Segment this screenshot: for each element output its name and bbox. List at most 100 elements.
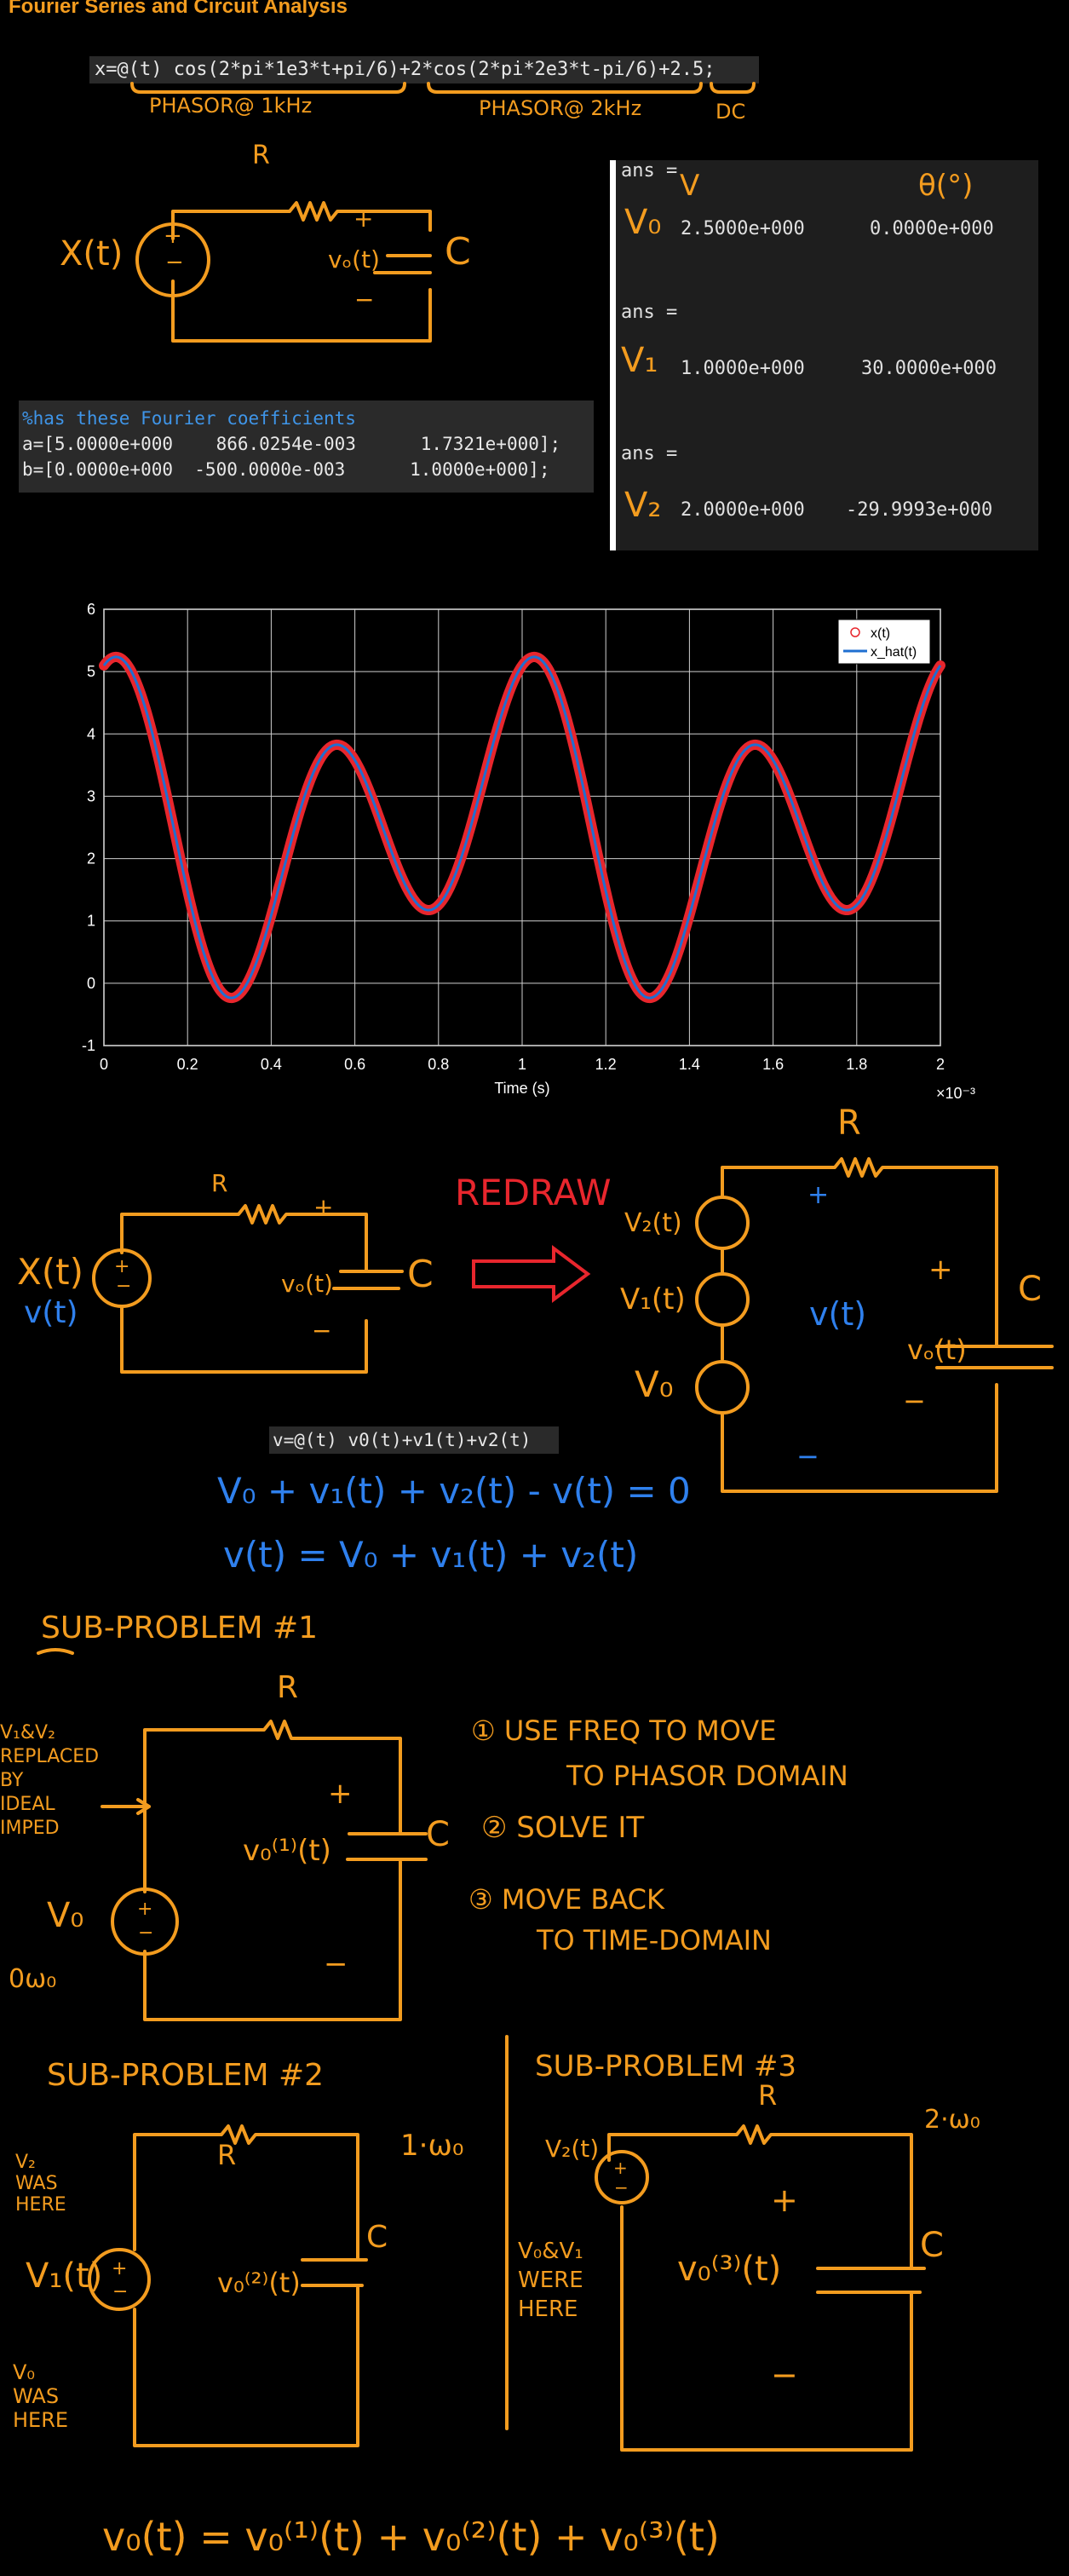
source-v1-label: V₁(t) [620,1282,686,1317]
replaced-note: V₁&V₂ REPLACED BY IDEAL IMPED [0,1721,99,1841]
redraw-cap-label: C [407,1253,434,1296]
kvl-equation: V₀ + v₁(t) + v₂(t) - v(t) = 0 [217,1470,691,1512]
note-line: V₀&V₁ [518,2239,583,2264]
sub-2-source-label: V₁(t) [26,2256,103,2296]
sub-3-frequency: 2·ω₀ [924,2105,980,2135]
sub-2-output-label: v₀⁽²⁾(t) [217,2267,301,2299]
redraw-output-label: vₒ(t) [281,1270,333,1298]
x-axis-label: Time (s) [494,1080,549,1097]
legend-marker-x [850,627,860,637]
ans-mag-1: 1.0000e+000 [681,358,805,379]
replaced-note-line: V₁&V₂ [0,1722,55,1743]
multi-source-minus-blue: − [796,1440,819,1472]
note-line: WAS [13,2384,60,2408]
series-x-hat-line [102,655,942,1000]
capacitor-label: C [445,230,471,274]
ans-mag-0: 2.5000e+000 [681,218,805,239]
redraw-label: REDRAW [455,1172,612,1213]
redraw-source-v: v(t) [24,1295,78,1330]
sub-3-resistor-label: R [758,2079,778,2112]
note-line: V₀ [13,2360,36,2384]
step-3: ③ MOVE BACK [468,1883,664,1916]
source-plus: + [164,223,182,249]
multi-source-plus-blue: + [807,1180,830,1210]
ans-label-1: ans = [621,302,678,323]
sub-1-output-label: v₀⁽¹⁾(t) [243,1834,331,1868]
v0-was-here-note: V₀ WAS HERE [13,2360,68,2432]
sub-3-source-minus: − [614,2177,629,2198]
multi-source-cap-minus: − [903,1385,926,1417]
y-tick-label: 3 [87,787,95,804]
multi-source-cap-label: C [1018,1270,1042,1309]
step-1: ① USE FREQ TO MOVE [471,1714,777,1747]
sub-1-cap-plus: + [328,1777,353,1811]
replaced-note-line: IMPED [0,1818,60,1839]
y-tick-label: 6 [87,601,95,618]
note-line: WAS [15,2173,58,2194]
signal-definition-code: x=@(t) cos(2*pi*1e3*t+pi/6)+2*cos(2*pi*2… [89,56,759,84]
ans-angle-1: 30.0000e+000 [861,358,997,379]
coef-a-line: a=[5.0000e+000 866.0254e-003 1.7321e+000… [22,434,561,454]
note-line: V₂ [15,2152,36,2173]
x-tick-label: 0.6 [344,1056,365,1073]
step-1-continued: TO PHASOR DOMAIN [566,1760,848,1792]
v-sum-equation: v(t) = V₀ + v₁(t) + v₂(t) [223,1534,639,1576]
col-header-v: V [680,169,700,203]
sub-problem-3-circuit [595,2124,926,2452]
sub-3-cap-plus: + [771,2181,798,2219]
coef-b-line: b=[0.0000e+000 -500.0000e-003 1.0000e+00… [22,459,550,480]
x-tick-label: 1.8 [846,1056,867,1073]
ans-name-0: V₀ [624,203,662,242]
resistor-label: R [252,141,270,170]
output-voltage-label: vₒ(t) [328,245,380,274]
replaced-note-line: REPLACED [0,1746,100,1767]
y-tick-label: 1 [87,913,95,930]
note-line: HERE [15,2194,66,2216]
source-v2-label: V₂(t) [624,1208,682,1238]
y-tick-label: 5 [87,663,95,680]
ans-label-0: ans = [621,160,678,182]
sub-2-frequency: 1·ω₀ [400,2129,464,2163]
multi-source-v-label: v(t) [809,1295,867,1333]
sub-1-source-minus: − [138,1922,154,1944]
phasor-1khz-note: PHASOR@ 1kHz [149,94,313,118]
note-line: HERE [518,2297,578,2322]
source-minus: − [165,250,184,275]
sub-2-resistor-label: R [217,2139,237,2171]
sub-1-source-label: V₀ [47,1896,84,1935]
ans-name-1: V₁ [621,341,658,380]
redraw-cap-plus: + [313,1193,334,1221]
x-tick-label: 1 [518,1056,526,1073]
sub-problem-2-circuit [88,2124,368,2447]
step-2: ② SOLVE IT [481,1811,645,1845]
sub-problem-1-heading: SUB-PROBLEM #1 [41,1611,319,1645]
sub-3-cap-label: C [920,2226,944,2265]
redraw-cap-minus: − [312,1317,332,1345]
y-tick-label: 0 [87,975,95,992]
sub-3-cap-minus: − [771,2356,798,2394]
redraw-resistor-label: R [211,1169,228,1197]
sub-3-source-label: V₂(t) [545,2135,600,2163]
sub-1-cap-minus: − [324,1947,348,1981]
sub-1-cap-label: C [426,1815,450,1854]
x-tick-label: 0.4 [261,1056,282,1073]
circuit-2 [92,1204,591,1374]
sub-1-frequency: 0ω₀ [9,1964,57,1994]
note-line: WERE [518,2268,583,2293]
phasor-2khz-note: PHASOR@ 2kHz [479,96,642,120]
bracket-dc [710,82,756,94]
step-3-continued: TO TIME-DOMAIN [537,1924,772,1956]
phasor-results-panel: ans = V θ(°) V₀ 2.5000e+000 0.0000e+000 … [610,160,1038,550]
multi-source-cap-plus: + [928,1253,953,1287]
multi-source-resistor-label: R [837,1104,861,1143]
dc-note: DC [716,100,746,124]
redraw-source-minus: − [116,1276,132,1297]
sub-problem-3-heading: SUB-PROBLEM #3 [535,2049,796,2083]
v2-was-here-note: V₂ WAS HERE [15,2152,66,2216]
redraw-source-x: X(t) [17,1251,84,1293]
circuit-1 [135,201,432,343]
ans-angle-0: 0.0000e+000 [870,218,994,239]
redraw-source-plus: + [114,1256,130,1277]
